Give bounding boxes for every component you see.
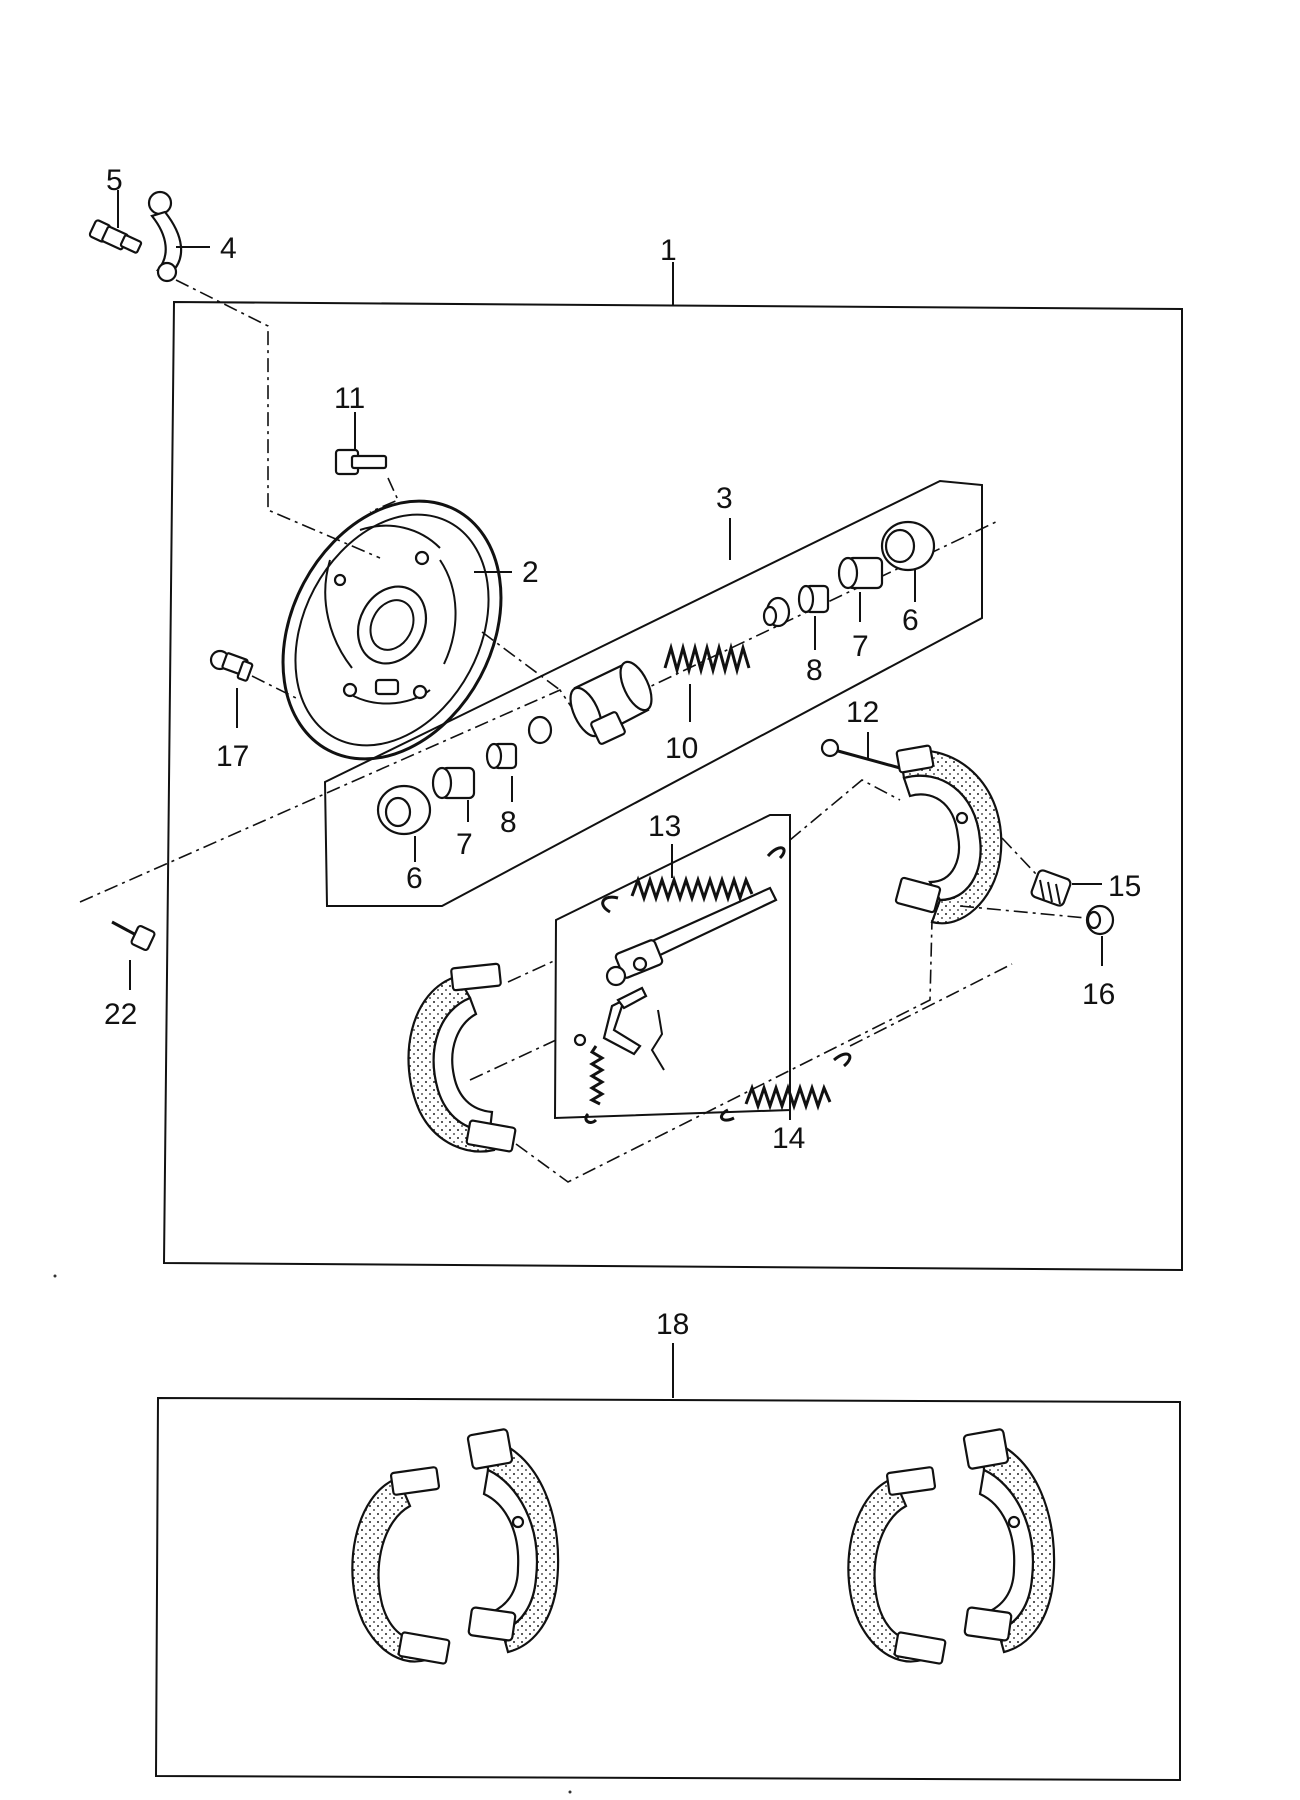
cylinder-subframe-3 xyxy=(323,479,983,907)
leader-15-shoe xyxy=(1001,837,1037,875)
kit-shoe-pair-right xyxy=(847,1428,1056,1665)
callout-14: 14 xyxy=(772,1122,805,1155)
callout-22: 22 xyxy=(104,998,137,1031)
plate-cylinder-link xyxy=(481,631,561,691)
piston-7-right xyxy=(837,556,884,590)
callout-4: 4 xyxy=(220,232,237,265)
callout-6b: 6 xyxy=(406,862,423,895)
backing-plate-2 xyxy=(281,499,503,761)
callout-8b: 8 xyxy=(500,806,517,839)
leader-16-shoe xyxy=(959,905,1087,919)
adjuster-rod xyxy=(605,886,778,987)
adjuster-lever xyxy=(573,986,665,1124)
leader-4-plate xyxy=(175,279,381,559)
callout-15: 15 xyxy=(1108,870,1141,903)
callout-7b: 7 xyxy=(456,828,473,861)
callout-18: 18 xyxy=(656,1308,689,1341)
callout-2: 2 xyxy=(522,556,539,589)
boot-6-left xyxy=(376,784,432,836)
leader-17-plate xyxy=(251,675,301,701)
callout-1: 1 xyxy=(660,234,677,267)
callout-13: 13 xyxy=(648,810,681,843)
hold-down-pin-12 xyxy=(820,738,901,770)
cup-8-left xyxy=(485,742,518,770)
cup-8-upper xyxy=(762,596,791,628)
brake-shoe-left xyxy=(407,962,517,1153)
callout-16: 16 xyxy=(1082,978,1115,1011)
brake-shoe-right xyxy=(894,744,1003,925)
leader-shoe-right-upper xyxy=(789,779,901,841)
callout-17: 17 xyxy=(216,740,249,773)
stud-17 xyxy=(209,649,254,682)
cup-small-left xyxy=(527,715,553,745)
wheel-cylinder-body xyxy=(569,660,653,745)
bleeder-screw-5 xyxy=(88,219,143,254)
retainer-cup-16 xyxy=(1085,904,1115,936)
adjuster-subframe-13 xyxy=(553,814,791,1120)
leader-shoe-left xyxy=(507,959,557,983)
upper-spring-13 xyxy=(601,846,786,914)
screw-22 xyxy=(111,920,156,951)
leader-shoe-left-lower xyxy=(469,1039,557,1081)
assembly-frame-1 xyxy=(162,300,1183,1272)
lower-spring-14 xyxy=(720,1052,852,1122)
hose-bracket-4 xyxy=(147,190,183,283)
scan-speck xyxy=(568,1790,572,1794)
leader-shoe-bottom xyxy=(515,919,933,1183)
center-axis xyxy=(79,519,1001,903)
shoe-kit-frame-18 xyxy=(154,1396,1181,1782)
boot-6-right xyxy=(880,520,936,572)
callout-5: 5 xyxy=(106,164,123,197)
callout-11: 11 xyxy=(334,382,365,415)
callout-10: 10 xyxy=(665,732,698,765)
callout-7a: 7 xyxy=(852,630,869,663)
retainer-spring-15 xyxy=(1030,869,1072,907)
bolt-11 xyxy=(334,448,388,476)
callout-8a: 8 xyxy=(806,654,823,687)
leader-11-plate xyxy=(369,477,400,513)
piston-7-left xyxy=(431,766,476,800)
piston-8-right xyxy=(797,584,830,614)
cylinder-spring-10 xyxy=(663,642,751,676)
leader-14-shoe xyxy=(849,963,1013,1047)
scan-speck xyxy=(53,1274,57,1278)
callout-6a: 6 xyxy=(902,604,919,637)
callout-3: 3 xyxy=(716,482,733,515)
kit-shoe-pair-left xyxy=(351,1428,560,1665)
callout-12: 12 xyxy=(846,696,879,729)
